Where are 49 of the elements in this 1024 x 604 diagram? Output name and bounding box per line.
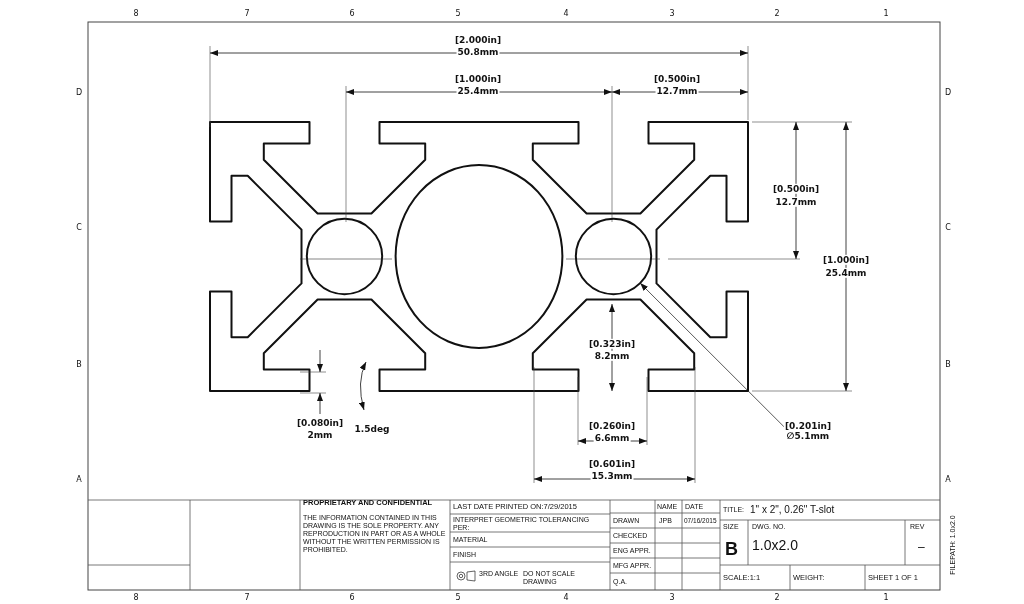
zone-marker: C <box>76 223 82 233</box>
center-hole <box>574 217 653 296</box>
zone-marker: 3 <box>669 593 675 603</box>
dimension-text: [0.080in] <box>295 417 345 429</box>
dimension-text: 8.2mm <box>593 350 631 362</box>
size-value: B <box>725 538 738 560</box>
zone-marker: 5 <box>455 593 461 603</box>
dimension-text: [1.000in] <box>453 73 503 85</box>
zone-marker: 8 <box>133 593 139 603</box>
zone-marker: D <box>944 88 952 98</box>
dimension-text: 25.4mm <box>456 85 500 97</box>
zone-marker: 1 <box>883 9 889 19</box>
zone-marker: 6 <box>349 593 355 603</box>
zone-marker: C <box>945 223 951 233</box>
zone-marker: 2 <box>774 9 780 19</box>
zone-marker: 6 <box>349 9 355 19</box>
drawing-title: 1" x 2", 0.26" T-slot <box>750 504 835 516</box>
angle-text: 1.5deg <box>353 423 391 435</box>
zone-marker: A <box>76 475 82 485</box>
dimension-text: [0.260in] <box>587 420 637 432</box>
dimension-text: 6.6mm <box>593 432 631 444</box>
dimension-text: 15.3mm <box>590 470 634 482</box>
zone-marker: A <box>945 475 951 485</box>
dimension-text: [0.500in] <box>652 73 702 85</box>
dimension-text: [0.201in] <box>783 420 833 431</box>
dimension-text: 50.8mm <box>456 46 500 58</box>
zone-marker: B <box>76 360 82 370</box>
dimension-text: [2.000in] <box>453 34 503 46</box>
zone-marker: 5 <box>455 9 461 19</box>
zone-marker: 4 <box>563 593 569 603</box>
dimension-text: 12.7mm <box>655 85 699 97</box>
dimension-text: [0.601in] <box>587 458 637 470</box>
zone-marker: D <box>75 88 83 98</box>
revision-value: – <box>918 541 925 555</box>
dimension-text: [1.000in] <box>821 254 871 266</box>
zone-marker: B <box>945 360 951 370</box>
zone-marker: 4 <box>563 9 569 19</box>
drawing-number: 1.0x2.0 <box>752 536 798 554</box>
zone-marker: 3 <box>669 9 675 19</box>
zone-marker: 2 <box>774 593 780 603</box>
dimension-text: 12.7mm <box>774 196 818 208</box>
zone-marker: 7 <box>244 9 250 19</box>
dimension-text: 25.4mm <box>824 267 868 279</box>
zone-marker: 7 <box>244 593 250 603</box>
dimension-text: [0.500in] <box>771 183 821 195</box>
dimension-text: [0.323in] <box>587 338 637 350</box>
zone-marker: 1 <box>883 593 889 603</box>
zone-marker: 8 <box>133 9 139 19</box>
dimension-text: 2mm <box>306 429 334 441</box>
